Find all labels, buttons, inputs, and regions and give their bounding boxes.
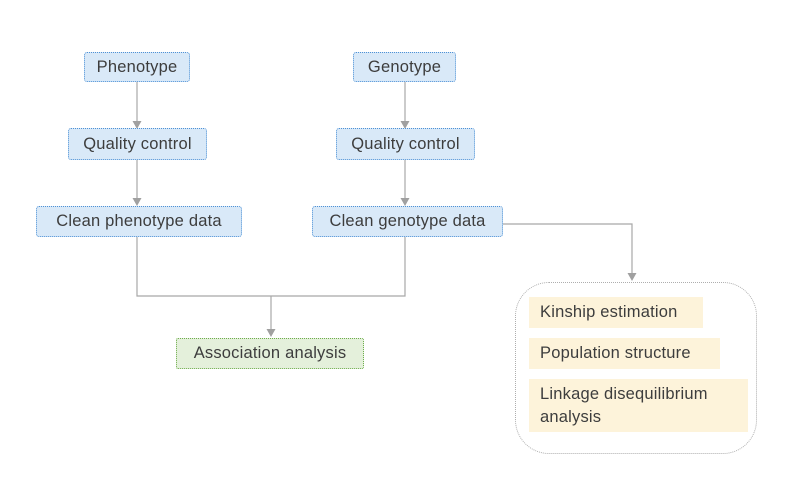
node-genotype: Genotype [353, 52, 456, 82]
node-clean-genotype-data: Clean genotype data [312, 206, 503, 237]
node-quality-control-genotype: Quality control [336, 128, 475, 160]
merge-connector [136, 237, 406, 297]
node-kinship-estimation: Kinship estimation [529, 297, 703, 328]
node-phenotype: Phenotype [84, 52, 190, 82]
node-quality-control-phenotype: Quality control [68, 128, 207, 160]
node-clean-phenotype-data: Clean phenotype data [36, 206, 242, 237]
node-linkage-disequilibrium-analysis: Linkage disequilibrium analysis [529, 379, 748, 432]
arrowhead [132, 198, 142, 206]
arrowhead [627, 273, 637, 281]
arrowhead [400, 198, 410, 206]
connector-clean-geno-to-group [503, 223, 633, 273]
arrowhead [266, 329, 276, 337]
node-population-structure: Population structure [529, 338, 720, 369]
node-association-analysis: Association analysis [176, 338, 364, 369]
